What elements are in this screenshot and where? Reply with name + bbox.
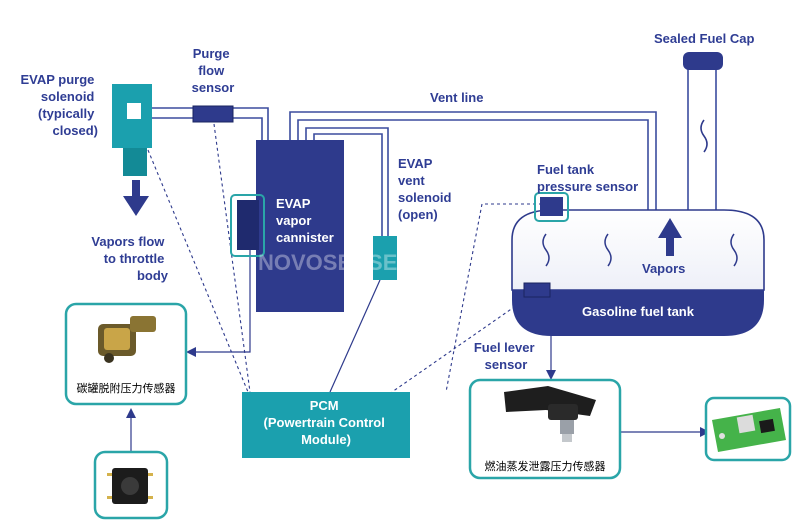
canister-sensor-highlight — [230, 194, 265, 257]
fuel-tank-label: Gasoline fuel tank — [582, 304, 695, 319]
purge-flow-sensor-label: Purge flow sensor — [192, 46, 235, 95]
watermark: NOVOSENSE 纳芯微电 — [258, 250, 491, 275]
chip-photo-icon — [107, 468, 153, 504]
vapor-squiggle-icon — [700, 119, 708, 153]
purge-flow-sensor — [192, 105, 234, 123]
sensor-photo-icon — [98, 316, 156, 363]
evap-purge-solenoid — [112, 84, 152, 176]
canister-sensor-caption: 碳罐脱附压力传感器 — [77, 381, 176, 395]
gasoline-fuel-tank — [511, 209, 765, 336]
vapors-flow-label: Vapors flow to throttle body — [91, 234, 168, 283]
arrow-up-icon — [658, 218, 682, 256]
sealed-fuel-cap — [683, 52, 723, 70]
vent-line-pipes — [150, 66, 717, 236]
purge-solenoid-label: EVAP purge solenoid (typically closed) — [20, 72, 98, 138]
arrow-down-icon — [123, 180, 149, 216]
tank-pressure-sensor-label: Fuel tank pressure sensor — [537, 162, 638, 194]
canister-sensor — [237, 200, 259, 250]
pcm-label: PCM (Powertrain Control Module) — [264, 398, 389, 447]
vapor-squiggle-icon — [542, 233, 738, 267]
vapors-label: Vapors — [642, 261, 685, 276]
evap-vent-solenoid — [373, 236, 397, 280]
canister-label: EVAP vapor cannister — [276, 196, 334, 245]
pcm-module — [242, 392, 410, 458]
fuel-level-sensor-label: Fuel lever sensor — [474, 340, 538, 372]
sealed-fuel-cap-label: Sealed Fuel Cap — [654, 31, 754, 46]
evap-vent-solenoid-label: EVAP vent solenoid (open) — [398, 156, 455, 222]
fuel-level-sensor — [523, 282, 551, 298]
sensor-photo-icon — [504, 386, 596, 442]
fuel-evap-sensor-caption: 燃油蒸发泄露压力传感器 — [485, 459, 606, 473]
evap-canister — [256, 140, 344, 312]
arrowheads — [126, 347, 710, 437]
tank-pressure-sensor — [534, 192, 569, 222]
vent-line-label: Vent line — [430, 90, 483, 105]
pcb-photo-icon — [712, 408, 786, 452]
